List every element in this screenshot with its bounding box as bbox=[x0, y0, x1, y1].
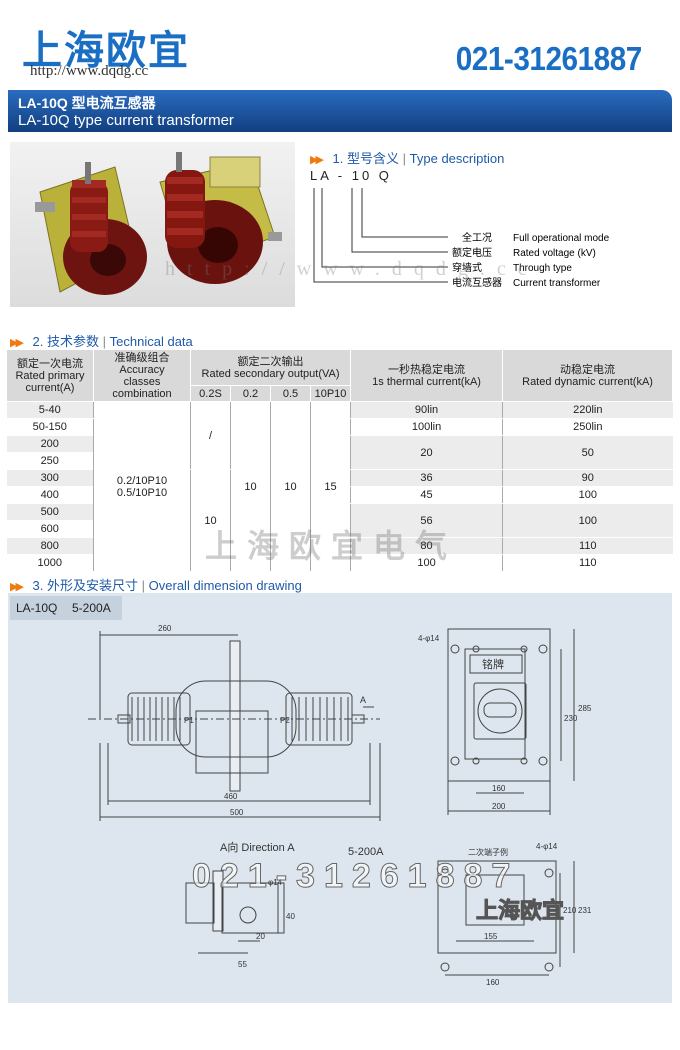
thermal-cell: 100lin bbox=[350, 418, 503, 436]
thermal-cell: 56 bbox=[350, 503, 503, 538]
double-arrow-icon: ▶▶ bbox=[10, 581, 24, 593]
dim-285: 285 bbox=[578, 704, 592, 713]
header-sub-0.2: 0.2 bbox=[230, 385, 271, 402]
drawing-model-tag: LA-10Q 5-200A bbox=[10, 596, 122, 620]
header-thermal: 一秒热稳定电流 1s thermal current(kA) bbox=[350, 349, 504, 402]
dynamic-cell: 220lin bbox=[502, 401, 673, 419]
label-p1: P1 bbox=[184, 716, 194, 725]
section-drawing-heading: ▶▶ 3. 外形及安装尺寸 | Overall dimension drawin… bbox=[10, 578, 302, 593]
front-holes: 4-φ14 bbox=[418, 634, 440, 643]
label-p2: P2 bbox=[280, 716, 290, 725]
thermal-cell: 100 bbox=[350, 554, 503, 572]
header-sub-0.5: 0.5 bbox=[270, 385, 311, 402]
terminal-label: 二次端子例 bbox=[468, 847, 508, 857]
primary-cell: 250 bbox=[6, 452, 94, 470]
primary-cell: 5-40 bbox=[6, 401, 94, 419]
dimension-drawings: 260 460 500 P1 P2 A 4-φ14 铭牌 230 285 160… bbox=[88, 624, 592, 987]
desc-cn-2: 额定电压 bbox=[452, 246, 492, 259]
dynamic-cell: 90 bbox=[502, 469, 673, 487]
header-sub-0.2s: 0.2S bbox=[190, 385, 231, 402]
technical-data-table: 额定一次电流 Rated primary current(A) 准确级组合 Ac… bbox=[6, 349, 674, 572]
thermal-cell: 36 bbox=[350, 469, 503, 487]
section-type-description-heading: ▶▶ 1. 型号含义 | Type description bbox=[310, 151, 505, 166]
range-label-2: 5-200A bbox=[348, 846, 384, 858]
model-code: LA - 10 Q bbox=[310, 168, 392, 183]
dynamic-cell: 110 bbox=[502, 554, 673, 572]
dynamic-cell: 100 bbox=[502, 503, 673, 538]
primary-cell: 800 bbox=[6, 537, 94, 555]
dim-260: 260 bbox=[158, 624, 172, 633]
desc-en-3: Through type bbox=[513, 263, 572, 274]
dim-210: 210 bbox=[563, 906, 577, 915]
product-title-en: LA-10Q type current transformer bbox=[18, 112, 234, 129]
dynamic-cell: 250lin bbox=[502, 418, 673, 436]
header-secondary: 额定二次输出 Rated secondary output(VA) bbox=[189, 349, 352, 386]
desc-cn-1: 全工况 bbox=[462, 231, 492, 244]
phone-number: 021-31261887 bbox=[455, 40, 643, 77]
sec-05-cell: 10 bbox=[270, 401, 311, 572]
dim-230: 230 bbox=[564, 714, 578, 723]
primary-cell: 1000 bbox=[6, 554, 94, 572]
section-technical-heading: ▶▶ 2. 技术参数 | Technical data bbox=[10, 334, 193, 349]
brand-watermark-drawing: 上海欧宜 bbox=[475, 898, 565, 924]
dim-phi14: φ14 bbox=[268, 878, 283, 887]
desc-en-2: Rated voltage (kV) bbox=[513, 248, 596, 259]
dim-40: 40 bbox=[286, 912, 295, 921]
desc-en-4: Current transformer bbox=[513, 278, 601, 289]
url-watermark: http://www.dqdg.cc bbox=[165, 258, 539, 280]
bottom-holes: 4-φ14 bbox=[536, 842, 558, 851]
primary-cell: 500 bbox=[6, 503, 94, 521]
desc-en-1: Full operational mode bbox=[513, 233, 610, 244]
double-arrow-icon: ▶▶ bbox=[310, 154, 324, 166]
header-primary: 额定一次电流 Rated primary current(A) bbox=[6, 349, 94, 402]
product-photo bbox=[10, 142, 295, 307]
sec-02-cell: 10 bbox=[230, 401, 271, 572]
website-url: http://www.dqdg.cc bbox=[30, 63, 149, 79]
dynamic-cell: 110 bbox=[502, 537, 673, 555]
sec-02s-cell-a: / bbox=[190, 401, 231, 470]
dim-20: 20 bbox=[256, 932, 265, 941]
header-dynamic: 动稳定电流 Rated dynamic current(kA) bbox=[502, 349, 674, 402]
brand-logo: 上海欧宜 bbox=[22, 28, 190, 74]
label-arrow-a: A bbox=[360, 695, 366, 705]
primary-cell: 400 bbox=[6, 486, 94, 504]
sec-10p10-cell: 15 bbox=[309, 401, 351, 572]
dim-200: 200 bbox=[492, 802, 506, 811]
dynamic-cell: 100 bbox=[502, 486, 673, 504]
header-sub-10p10: 10P10 bbox=[309, 385, 352, 402]
dynamic-cell: 50 bbox=[502, 435, 673, 470]
nameplate-label: 铭牌 bbox=[482, 657, 504, 671]
desc-cn-3: 穿墙式 bbox=[452, 261, 482, 274]
thermal-cell: 45 bbox=[350, 486, 503, 504]
direction-a-label: A向 Direction A bbox=[220, 840, 295, 854]
dim-155: 155 bbox=[484, 932, 498, 941]
thermal-cell: 20 bbox=[350, 435, 503, 470]
primary-cell: 600 bbox=[6, 520, 94, 538]
dim-500: 500 bbox=[230, 808, 244, 817]
dim-55: 55 bbox=[238, 960, 247, 969]
thermal-cell: 90lin bbox=[350, 401, 503, 419]
primary-cell: 200 bbox=[6, 435, 94, 453]
phone-watermark: 021-31261887 bbox=[191, 857, 520, 896]
dim-231: 231 bbox=[578, 906, 592, 915]
product-title-bar: LA-10Q 型电流互感器 LA-10Q type current transf… bbox=[8, 90, 672, 132]
dim-460: 460 bbox=[224, 792, 238, 801]
dim-160-bottom: 160 bbox=[486, 978, 500, 987]
product-title-cn: LA-10Q 型电流互感器 bbox=[18, 95, 156, 111]
thermal-cell: 80 bbox=[350, 537, 503, 555]
double-arrow-icon: ▶▶ bbox=[10, 337, 24, 349]
primary-cell: 50-150 bbox=[6, 418, 94, 436]
desc-cn-4: 电流互感器 bbox=[452, 276, 502, 289]
dim-160: 160 bbox=[492, 784, 506, 793]
header-accuracy: 准确级组合 Accuracy classes combination bbox=[93, 349, 191, 402]
primary-cell: 300 bbox=[6, 469, 94, 487]
type-description-diagram: 全工况 Full operational mode 额定电压 Rated vol… bbox=[313, 188, 610, 289]
brand-watermark-table: 上海欧宜电气 bbox=[205, 528, 458, 564]
sec-02s-cell-b: 10 bbox=[190, 469, 231, 572]
transformer-illustration bbox=[35, 152, 282, 295]
